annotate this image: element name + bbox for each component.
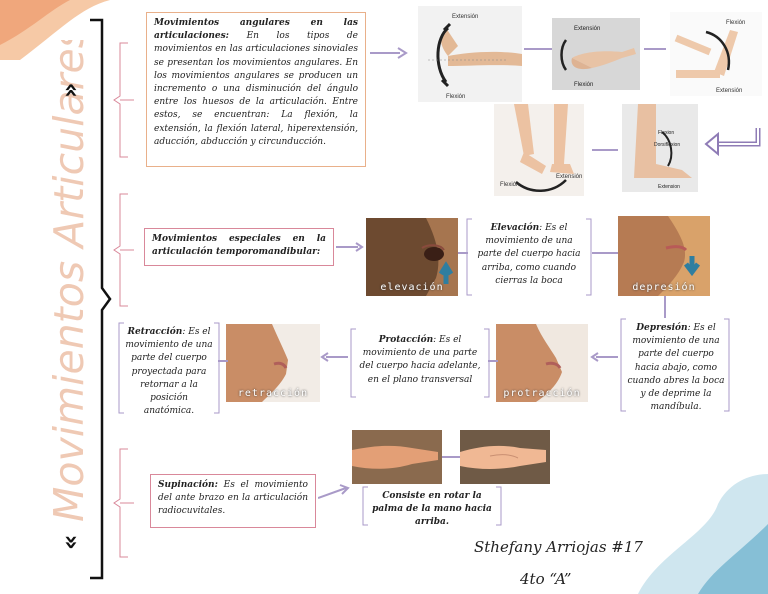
retraction-definition: Retracción: Es el movimiento de una part…: [122, 324, 216, 416]
connector-line: [218, 360, 228, 362]
foot-mid-label: Dorsiflexion: [654, 142, 680, 148]
special-label: Movimientos especiales en la articulació…: [152, 234, 326, 258]
elevation-caption: elevación: [380, 282, 444, 293]
retraction-photo: retracción: [226, 324, 320, 402]
special-bracket: [113, 193, 134, 307]
connector-line: [644, 48, 666, 50]
supination-bracket: [113, 448, 134, 558]
elevation-term: Elevación: [490, 223, 540, 233]
protraction-definition: Protacción: Es el movimiento de una part…: [354, 332, 486, 396]
retraction-caption: retracción: [237, 388, 309, 399]
elbow-bottom-label: Extensión: [716, 88, 742, 94]
foot-top-label: Flexion: [658, 130, 674, 136]
angular-movements-box: Movimientos angulares en las articulacio…: [146, 12, 366, 167]
elevation-definition: Elevación: Es el movimiento de una parte…: [472, 220, 586, 294]
connector-line: [592, 149, 618, 151]
title-close-mark: »: [56, 82, 84, 98]
corner-decoration-bottom-right: [638, 474, 768, 594]
protraction-text: : Es el movimiento de una parte del cuer…: [359, 335, 481, 385]
arrow-right-icon: [370, 47, 408, 59]
arrow-left-icon: [590, 352, 618, 362]
supination-label: Supinación:: [158, 480, 218, 490]
protraction-photo: protracción: [496, 324, 588, 402]
supination-definition-text: Consiste en rotar la palma de la mano ha…: [372, 491, 492, 528]
protraction-bracket: [350, 328, 490, 398]
return-arrow-icon: [704, 128, 761, 157]
hand-bottom-label: Flexión: [574, 82, 593, 88]
depression-term: Depresión: [636, 323, 688, 333]
angular-bracket: [113, 42, 134, 158]
elbow-flexion-photo: Flexión Extensión: [670, 12, 762, 96]
connector-line: [458, 252, 468, 254]
hand-supination-photo: [460, 430, 550, 484]
angular-text: En los tipos de movimientos en las artic…: [154, 31, 358, 147]
wrist-top-label: Extensión: [452, 14, 478, 20]
leg-left-label: Flexión: [500, 182, 519, 188]
hand-pronation-photo: [352, 430, 442, 484]
author-name: Sthefany Arriojas #17: [474, 538, 643, 556]
ankle-dorsiflexion-photo: Flexion Dorsiflexion Extension: [622, 104, 698, 192]
elevation-text: : Es el movimiento de una parte del cuer…: [477, 223, 581, 286]
elevation-bracket: [466, 218, 592, 296]
wrist-flexion-photo: Extensión Flexión: [418, 6, 522, 102]
protraction-term: Protacción: [378, 335, 434, 345]
connector-line-vertical: [664, 296, 666, 318]
supination-definition-bracket: [362, 486, 502, 526]
vertical-title: « Movimientos Articulares »: [18, 27, 118, 560]
retraction-bracket: [118, 322, 220, 414]
leg-right-label: Extensión: [556, 174, 582, 180]
protraction-caption: protracción: [503, 388, 581, 399]
foot-bottom-label: Extension: [658, 184, 680, 190]
title-open-mark: «: [56, 534, 84, 550]
depression-photo: depresión: [618, 216, 710, 296]
hand-extension-photo: Extensión Flexión: [552, 18, 640, 90]
hand-top-label: Extensión: [574, 26, 600, 32]
depression-caption: depresión: [632, 282, 696, 293]
connector-line: [488, 360, 498, 362]
author-group: 4to “A”: [520, 570, 572, 588]
elbow-top-label: Flexión: [726, 20, 745, 26]
angular-label: Movimientos angulares en las articulacio…: [154, 18, 358, 42]
depression-definition: Depresión: Es el movimiento de una parte…: [624, 320, 728, 412]
wrist-bottom-label: Flexión: [446, 94, 465, 100]
page-title: Movimientos Articulares: [45, 40, 93, 522]
special-movements-box: Movimientos especiales en la articulació…: [144, 228, 334, 266]
arrow-right-icon: [336, 242, 364, 252]
depression-text: : Es el movimiento de una parte del cuer…: [627, 323, 725, 413]
supination-text: Es el movimiento del ante brazo en la ar…: [158, 480, 308, 517]
retraction-text: : Es el movimiento de una parte del cuer…: [125, 327, 213, 417]
connector-line: [592, 252, 618, 254]
supination-definition: Consiste en rotar la palma de la mano ha…: [364, 488, 500, 528]
knee-flexion-photo: Flexión Extensión: [494, 104, 584, 196]
arrow-up-right-icon: [318, 484, 350, 499]
depression-bracket: [620, 318, 730, 412]
connector-line: [442, 456, 460, 458]
elevation-photo: elevación: [366, 218, 458, 296]
connector-line: [524, 48, 552, 50]
retraction-term: Retracción: [127, 327, 183, 337]
supination-box: Supinación: Es el movimiento del ante br…: [150, 474, 316, 528]
main-bracket: [90, 18, 112, 580]
arrow-left-icon: [320, 352, 348, 362]
corner-decoration-top-left: [0, 0, 110, 60]
